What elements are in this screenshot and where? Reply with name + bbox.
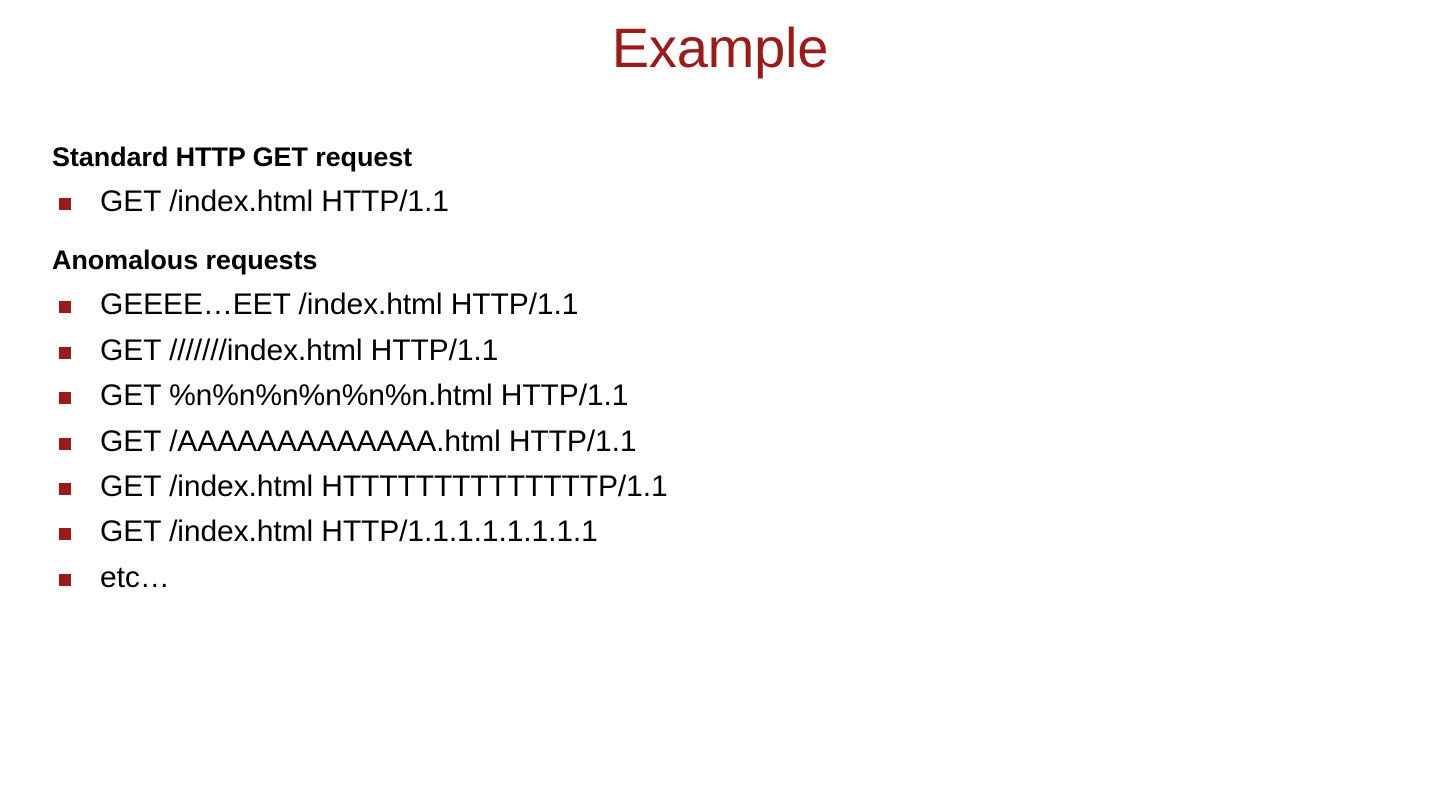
list-item-label: GEEEE…EET /index.html HTTP/1.1 <box>100 288 579 322</box>
list-item: etc… <box>52 556 1392 601</box>
square-bullet-icon <box>59 482 71 495</box>
list-item: GEEEE…EET /index.html HTTP/1.1 <box>52 283 1392 328</box>
list-item: GET /index.html HTTP/1.1.1.1.1.1.1.1 <box>52 510 1392 555</box>
square-bullet-icon <box>59 437 71 450</box>
section-heading: Anomalous requests <box>52 245 318 276</box>
list-item: GET /AAAAAAAAAAAAA.html HTTP/1.1 <box>52 420 1392 465</box>
square-bullet-icon <box>59 301 71 314</box>
section-heading: Standard HTTP GET request <box>52 142 413 172</box>
list-item-label: GET /index.html HTTP/1.1 <box>100 185 449 218</box>
list-item-label: GET /index.html HTTP/1.1.1.1.1.1.1.1 <box>100 515 598 549</box>
section-anomalous-requests: Anomalous requests GEEEE…EET /index.html… <box>52 225 1392 601</box>
list-item: GET ///////index.html HTTP/1.1 <box>52 329 1392 374</box>
list-item-label: GET ///////index.html HTTP/1.1 <box>100 333 499 367</box>
square-bullet-icon <box>59 346 71 359</box>
slide-body: Standard HTTP GET request GET /index.htm… <box>52 138 1392 601</box>
list-item: GET %n%n%n%n%n%n.html HTTP/1.1 <box>52 374 1392 419</box>
list-item: GET /index.html HTTP/1.1 <box>52 180 1392 225</box>
list-item: GET /index.html HTTTTTTTTTTTTTTP/1.1 <box>52 465 1392 510</box>
square-bullet-icon <box>59 528 71 541</box>
list-item-label: GET /index.html HTTTTTTTTTTTTTTP/1.1 <box>100 469 668 503</box>
section-standard-http-get-request: Standard HTTP GET request GET /index.htm… <box>52 138 1392 225</box>
list-item-label: etc… <box>100 560 170 594</box>
square-bullet-icon <box>59 392 71 405</box>
square-bullet-icon <box>59 573 71 586</box>
square-bullet-icon <box>59 198 71 210</box>
list-item-label: GET %n%n%n%n%n%n.html HTTP/1.1 <box>100 379 629 413</box>
page-title: Example <box>611 16 829 79</box>
list-item-label: GET /AAAAAAAAAAAAA.html HTTP/1.1 <box>100 424 637 458</box>
